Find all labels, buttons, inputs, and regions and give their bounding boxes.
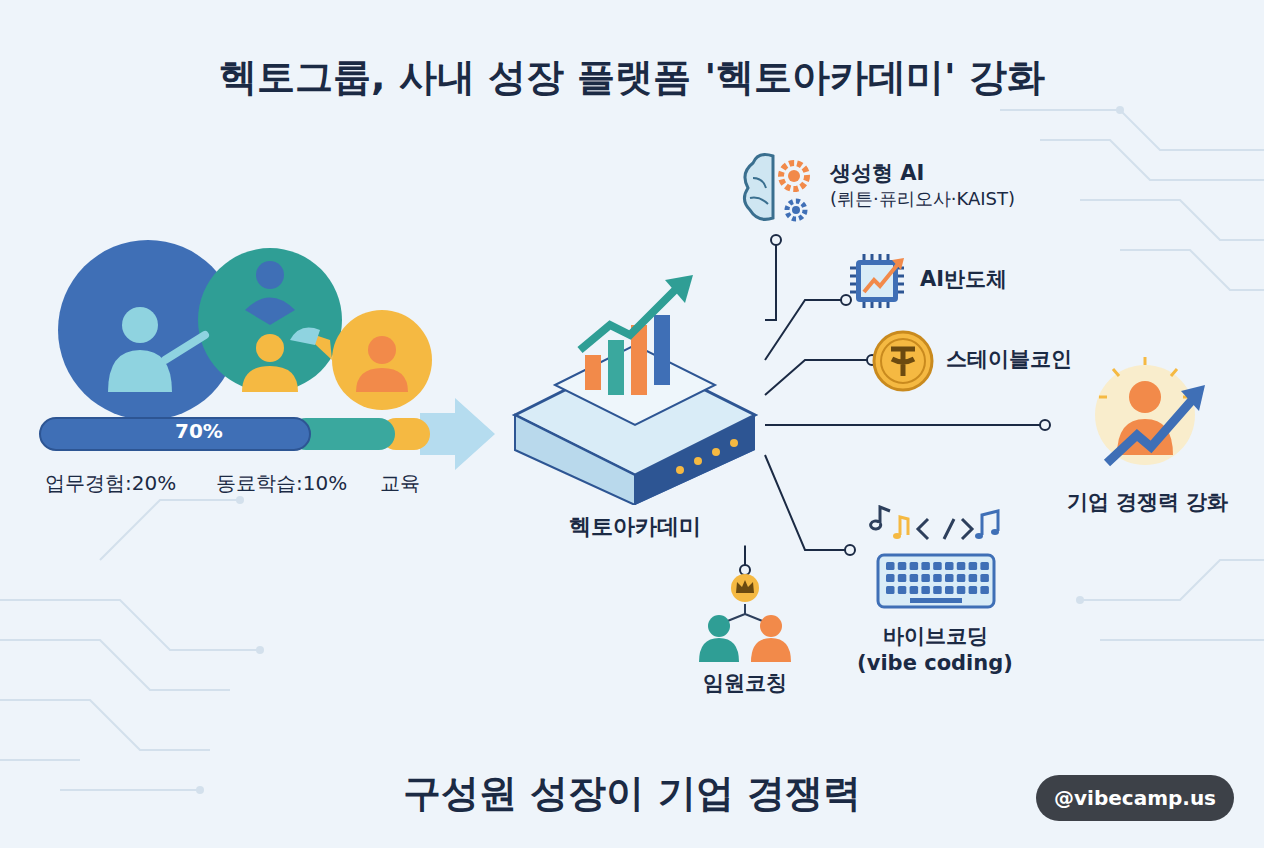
coin-icon	[872, 330, 934, 396]
node-label: AI반도체	[920, 266, 1007, 293]
node-sublabel: (vibe coding)	[850, 650, 1020, 677]
topic-node: 생성형 AI(뤼튼·퓨리오사·KAIST)	[738, 148, 1068, 240]
ratio-label: 업무경험:20%	[45, 470, 176, 497]
watermark: @vibecamp.us	[1036, 775, 1234, 821]
chip-icon	[846, 250, 908, 316]
node-label: 임원코칭	[685, 670, 805, 697]
brain-icon	[738, 148, 818, 244]
node-label: 헥토아카데미	[505, 513, 765, 542]
topic-node: 스테이블코인	[872, 330, 1102, 392]
topic-node: 바이브코딩(vibe coding)	[850, 505, 1020, 690]
coach-icon	[685, 570, 805, 669]
node-label: 기업 경쟁력 강화	[1045, 489, 1250, 516]
topic-node: 기업 경쟁력 강화	[1045, 355, 1250, 525]
server-icon	[505, 255, 765, 509]
connector-line	[765, 420, 1050, 430]
connector-line	[765, 295, 851, 360]
ratio-label: 동료학습:10%	[216, 470, 347, 497]
node-sublabel: (뤼튼·퓨리오사·KAIST)	[830, 187, 1015, 210]
topic-node: AI반도체	[846, 250, 1026, 312]
growth-icon	[1085, 355, 1215, 479]
percent-label: 70%	[175, 419, 223, 443]
node-label: 생성형 AI	[830, 160, 1015, 187]
connector-line	[765, 355, 877, 395]
connector-line	[740, 546, 750, 575]
node-label: 스테이블코인	[946, 346, 1072, 373]
keyboard-icon	[850, 505, 1020, 619]
topic-node: 임원코칭	[685, 570, 805, 710]
node-label: 바이브코딩	[850, 623, 1020, 650]
title: 헥토그룹, 사내 성장 플랫폼 '헥토아카데미' 강화	[0, 52, 1264, 103]
ratio-label: 교육	[380, 470, 420, 497]
connector-line	[765, 455, 855, 555]
topic-node: 헥토아카데미	[505, 255, 765, 546]
connector-line	[765, 235, 781, 320]
